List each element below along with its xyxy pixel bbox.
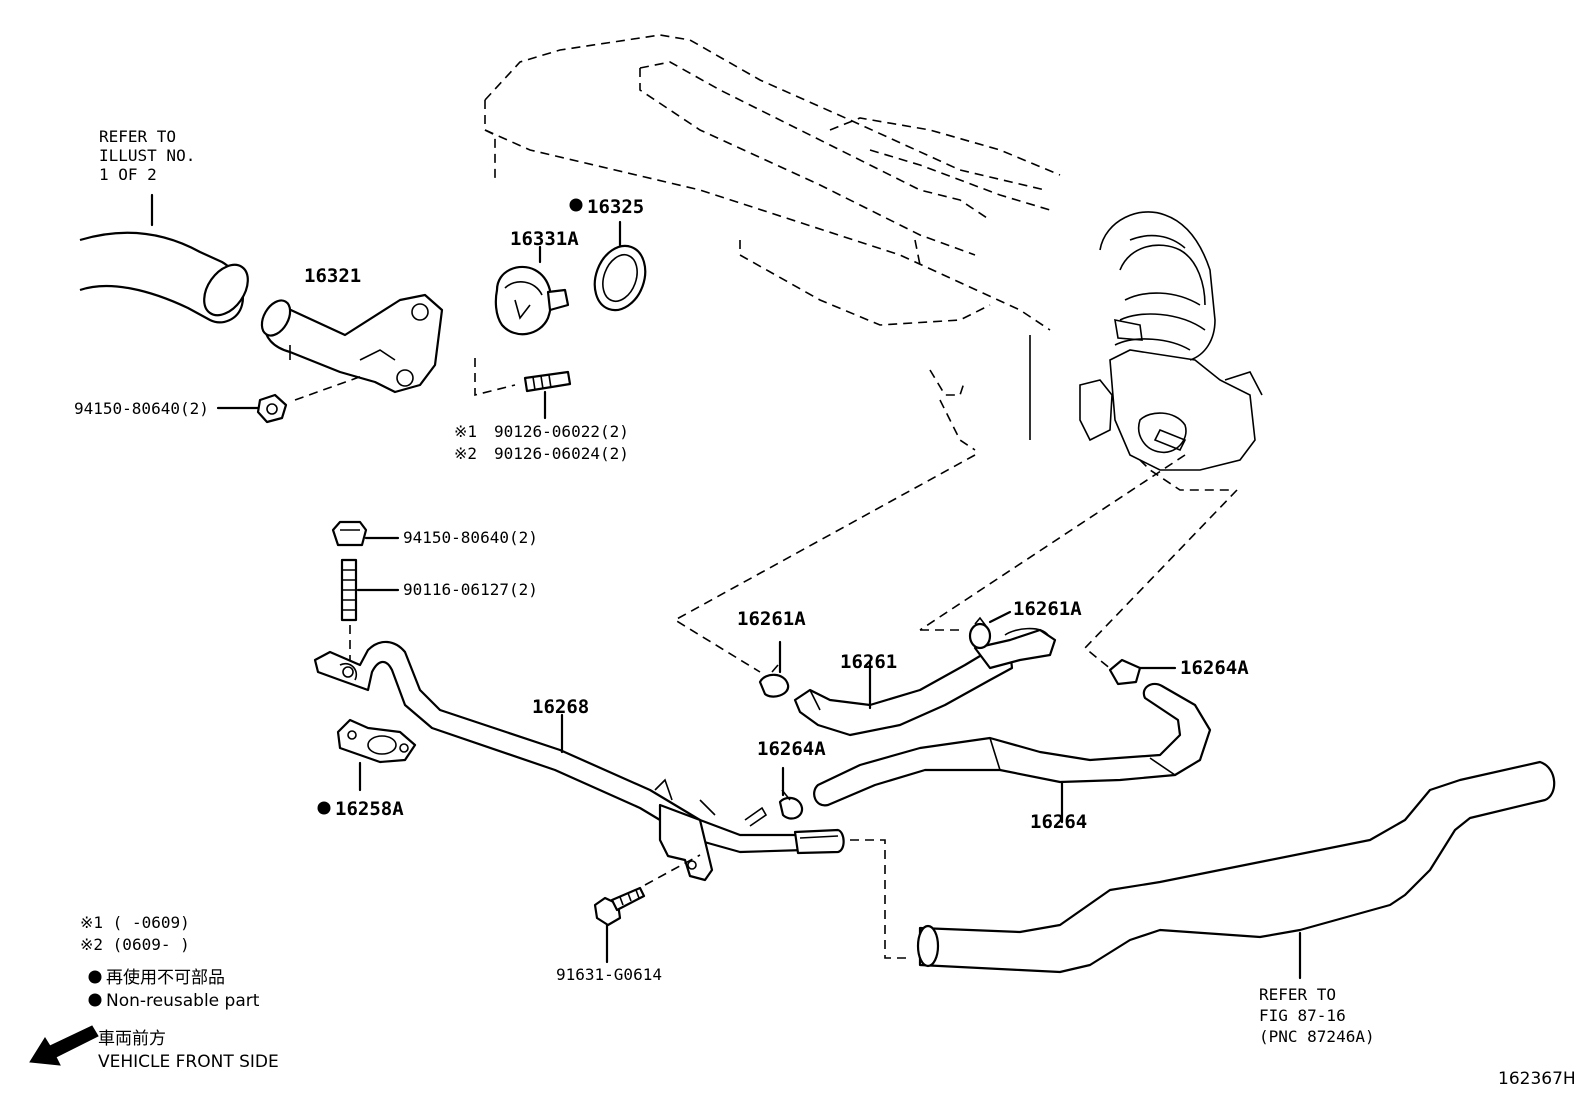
water-outlet-16321 <box>260 293 444 394</box>
part-label-91631[interactable]: 91631-G0614 <box>556 965 662 984</box>
clamp-16261a-right <box>968 610 1012 650</box>
nonreusable-bullet-icon <box>317 801 331 815</box>
clamp-16264a-left <box>778 766 804 820</box>
nonreusable-bullet-icon <box>88 970 102 984</box>
legend-nonreusable-en: Non-reusable part <box>106 991 260 1011</box>
gasket-16325 <box>593 220 647 312</box>
part-label-16268[interactable]: 16268 <box>532 696 589 718</box>
part-label-16264a-left[interactable]: 16264A <box>757 738 826 760</box>
part-label-16321[interactable]: 16321 <box>304 265 361 287</box>
heater-hose-lower <box>850 760 1556 980</box>
thermostat-16331a <box>494 245 570 336</box>
nut-94150-mid <box>331 520 400 547</box>
part-label-16325[interactable]: 16325 <box>587 196 644 218</box>
stud-90126 <box>474 358 572 420</box>
bolt-91631 <box>593 854 701 964</box>
mark-1: ※1 <box>454 422 477 441</box>
legend-nonreusable-ja: 再使用不可部品 <box>106 967 225 988</box>
clamp-16261a-left <box>758 640 790 698</box>
clamp-16264a-right <box>1108 658 1177 686</box>
legend-front-en: VEHICLE FRONT SIDE <box>98 1052 279 1072</box>
hose-16264 <box>813 682 1212 824</box>
part-label-16261a-right[interactable]: 16261A <box>1013 598 1082 620</box>
refer-illust-line3: 1 OF 2 <box>99 165 157 184</box>
legend-note-1: ※1 ( -0609) <box>80 913 190 932</box>
assembly-dashed-lines <box>673 454 1238 673</box>
throttle-body-assembly <box>1079 211 1263 491</box>
water-bypass-pipe-16268 <box>313 640 845 855</box>
nonreusable-bullet-icon <box>569 198 583 212</box>
refer-illust-line2: ILLUST NO. <box>99 146 195 165</box>
part-label-90126-06022[interactable]: 90126-06022(2) <box>494 422 629 441</box>
part-label-16261a-left[interactable]: 16261A <box>737 608 806 630</box>
engine-outline <box>484 34 1061 451</box>
legend-front-ja: 車両前方 <box>98 1029 166 1049</box>
refer-fig-line3: (PNC 87246A) <box>1259 1027 1375 1046</box>
hose-16261 <box>793 627 1057 737</box>
refer-fig-line2: FIG 87-16 <box>1259 1006 1346 1025</box>
radiator-hose-upper <box>79 193 249 324</box>
refer-fig-line1: REFER TO <box>1259 985 1336 1004</box>
bracket-16268 <box>654 778 768 882</box>
nut-94150-top <box>216 374 366 424</box>
diagram-id: 162367H <box>1498 1069 1576 1089</box>
nonreusable-bullet-icon <box>88 993 102 1007</box>
part-label-16261[interactable]: 16261 <box>840 651 897 673</box>
part-label-16264a-right[interactable]: 16264A <box>1180 657 1249 679</box>
stud-90116 <box>340 558 400 660</box>
part-label-16264[interactable]: 16264 <box>1030 811 1087 833</box>
part-label-94150-top[interactable]: 94150-80640(2) <box>74 399 209 418</box>
part-label-16331a[interactable]: 16331A <box>510 228 579 250</box>
part-label-16258a[interactable]: 16258A <box>335 798 404 820</box>
part-label-94150-mid[interactable]: 94150-80640(2) <box>403 528 538 547</box>
refer-illust-line1: REFER TO <box>99 127 176 146</box>
gasket-16258a <box>336 718 417 792</box>
vehicle-front-arrow-icon <box>29 1025 99 1066</box>
part-label-90116[interactable]: 90116-06127(2) <box>403 580 538 599</box>
part-label-90126-06024[interactable]: 90126-06024(2) <box>494 444 629 463</box>
legend-note-2: ※2 (0609- ) <box>80 935 190 954</box>
mark-2: ※2 <box>454 444 477 463</box>
